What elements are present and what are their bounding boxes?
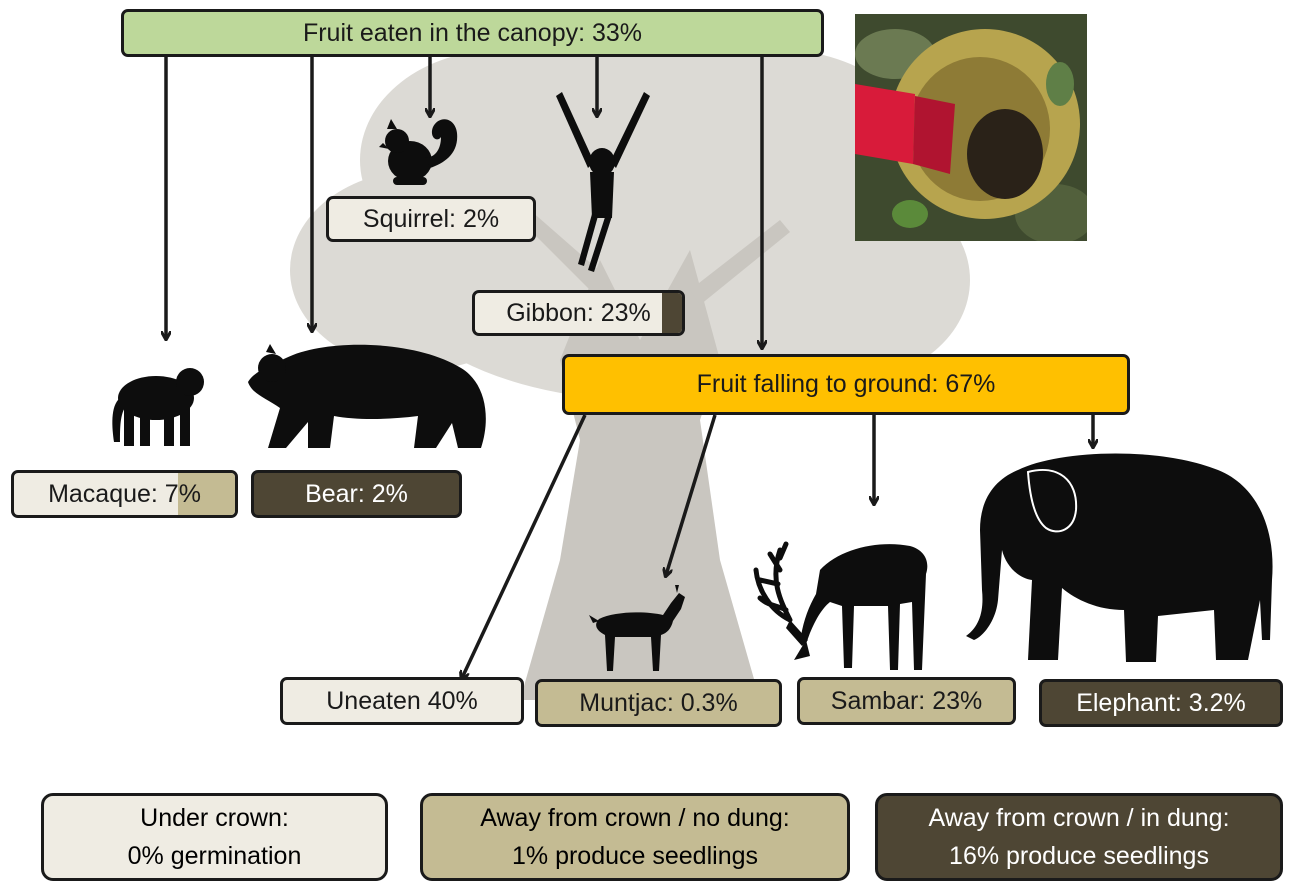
canopy-box: Fruit eaten in the canopy: 33%: [121, 9, 824, 57]
under-crown-line2: 0% germination: [128, 837, 302, 875]
uneaten-label: Uneaten 40%: [326, 687, 478, 716]
outcome-away-no-dung: Away from crown / no dung: 1% produce se…: [420, 793, 850, 881]
bear-silhouette: [246, 338, 496, 456]
bear-label-box: Bear: 2%: [251, 470, 462, 518]
ground-label: Fruit falling to ground: 67%: [697, 370, 996, 399]
gibbon-fill: [662, 293, 682, 333]
outcome-under-crown: Under crown: 0% germination: [41, 793, 388, 881]
macaque-label: Macaque: 7%: [48, 480, 201, 509]
bear-label: Bear: 2%: [305, 480, 408, 509]
elephant-label: Elephant: 3.2%: [1076, 689, 1246, 718]
sambar-label-box: Sambar: 23%: [797, 677, 1016, 725]
uneaten-label-box: Uneaten 40%: [280, 677, 524, 725]
under-crown-line1: Under crown:: [140, 799, 289, 837]
sambar-silhouette: [750, 510, 940, 672]
squirrel-label: Squirrel: 2%: [363, 205, 499, 234]
away-in-dung-line1: Away from crown / in dung:: [928, 799, 1229, 837]
elephant-silhouette: [958, 450, 1283, 668]
muntjac-silhouette: [585, 585, 690, 675]
squirrel-silhouette: [375, 113, 465, 193]
gibbon-label-box: Gibbon: 23%: [472, 290, 685, 336]
macaque-silhouette: [110, 358, 210, 448]
canopy-label: Fruit eaten in the canopy: 33%: [303, 19, 642, 48]
away-in-dung-line2: 16% produce seedlings: [949, 837, 1209, 875]
muntjac-label-box: Muntjac: 0.3%: [535, 679, 782, 727]
macaque-label-box: Macaque: 7%: [11, 470, 238, 518]
elephant-label-box: Elephant: 3.2%: [1039, 679, 1283, 727]
sambar-label: Sambar: 23%: [831, 687, 982, 716]
away-no-dung-line2: 1% produce seedlings: [512, 837, 758, 875]
outcome-away-in-dung: Away from crown / in dung: 16% produce s…: [875, 793, 1283, 881]
gibbon-silhouette: [548, 88, 658, 278]
away-no-dung-line1: Away from crown / no dung:: [480, 799, 789, 837]
arrow-ground-muntjac: [666, 415, 715, 575]
muntjac-label: Muntjac: 0.3%: [579, 689, 737, 718]
ground-box: Fruit falling to ground: 67%: [562, 354, 1130, 415]
gibbon-label: Gibbon: 23%: [506, 299, 651, 328]
squirrel-label-box: Squirrel: 2%: [326, 196, 536, 242]
